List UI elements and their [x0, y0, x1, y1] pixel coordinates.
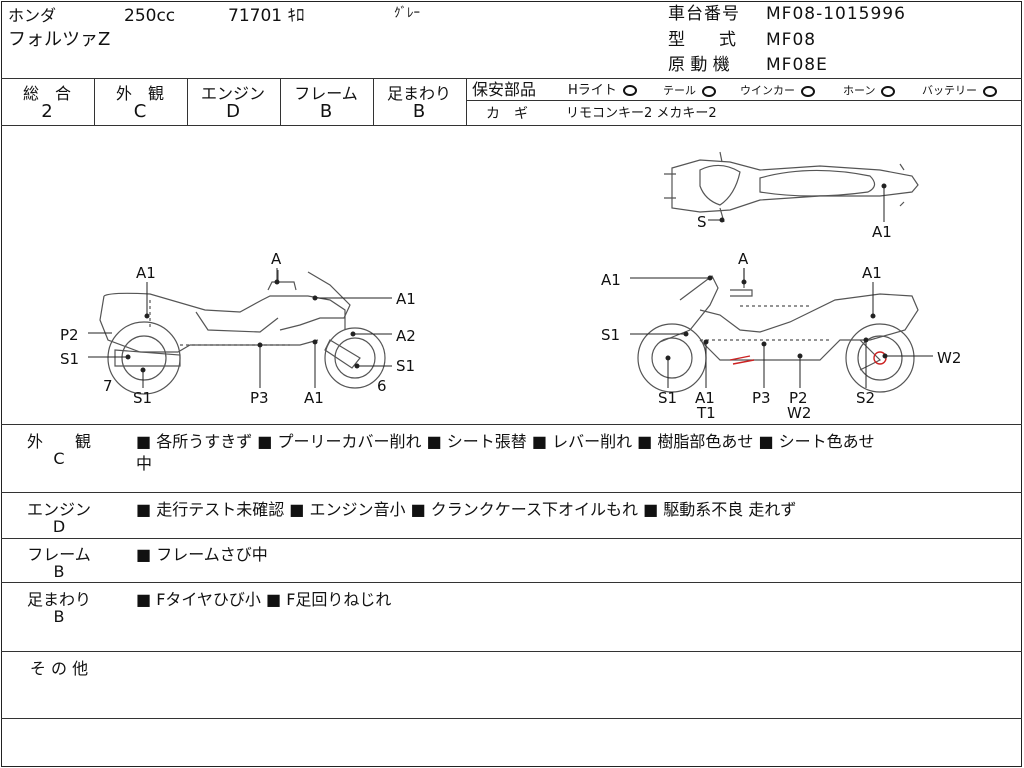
mark-label: A1: [601, 271, 621, 289]
mark-label: A: [738, 250, 749, 268]
mark-label: P2: [789, 389, 808, 407]
suspension-grade-label: 足まわり: [386, 84, 451, 103]
mark-label: S: [697, 213, 707, 231]
ok-mark-icon: [702, 85, 716, 97]
engine-model: MF08E: [766, 55, 828, 75]
mark-label: T1: [697, 404, 716, 422]
safety-battery: バッテリー: [922, 81, 997, 101]
safety-tail: テール: [663, 81, 716, 101]
mark-label: S2: [856, 389, 876, 407]
key-info: リモコンキー2 メカキー2: [566, 106, 717, 121]
safety-headlight: Hライト: [568, 81, 637, 101]
frame-grade-label: フレーム: [294, 84, 358, 103]
suspension-section-label: 足まわり: [26, 590, 91, 609]
type-label: 型 式: [668, 30, 736, 50]
mark-label: A1: [862, 264, 882, 282]
type-value: MF08: [766, 30, 817, 50]
divider: [1, 718, 1022, 719]
overall-label: 総 合: [22, 84, 71, 103]
exterior-notes: ■ 各所うすきず ■ プーリーカバー削れ ■ シート張替 ■ レバー削れ ■ 樹…: [136, 432, 875, 451]
ok-mark-icon: [881, 85, 896, 97]
suspension-grade: B: [412, 101, 426, 122]
maker: ホンダ: [8, 6, 57, 25]
engine-notes: ■ 走行テスト未確認 ■ エンジン音小 ■ クランクケース下オイルもれ ■ 駆動…: [136, 500, 797, 519]
mark-label: A1: [136, 264, 156, 282]
mark-label: W2: [937, 349, 962, 367]
suspension-notes: ■ Fタイヤひび小 ■ F足回りねじれ: [136, 590, 392, 609]
mark-label: A1: [695, 389, 715, 407]
mark-label: S1: [658, 389, 678, 407]
divider: [1, 78, 1022, 79]
divider: [1, 651, 1022, 652]
damage-marks-red: [729, 351, 887, 365]
divider: [280, 78, 281, 125]
mark-label: P3: [752, 389, 771, 407]
displacement: 250cc: [124, 6, 176, 26]
mark-label: S1: [601, 326, 621, 344]
exterior-notes-cont: 中: [136, 454, 153, 473]
frame-notes: ■ フレームさび中: [136, 545, 268, 564]
ok-mark-icon: [622, 85, 637, 96]
engine-grade-label: エンジン: [200, 84, 265, 103]
ok-mark-icon: [801, 85, 815, 97]
exterior-section-label: 外 観: [26, 432, 91, 451]
engine-label: 原 動 機: [668, 55, 730, 75]
divider: [1, 538, 1022, 539]
key-label: カ ギ: [486, 106, 528, 122]
safety-horn: ホーン: [843, 81, 896, 101]
frame-grade: B: [319, 101, 333, 122]
mark-label: P2: [60, 326, 79, 344]
mileage: 71701 ｷﾛ: [228, 6, 305, 26]
frame-no: MF08-1015996: [766, 4, 906, 24]
engine-grade: D: [226, 101, 240, 122]
exterior-grade: C: [133, 101, 147, 122]
damage-diagram: [88, 151, 933, 395]
frame-section-grade: B: [53, 562, 65, 581]
mark-label: A1: [872, 223, 892, 241]
mark-label: A1: [304, 389, 324, 407]
mark-label: A2: [396, 327, 416, 345]
color: ｸﾞﾚｰ: [394, 6, 420, 21]
divider: [1, 582, 1022, 583]
exterior-section-grade: C: [53, 449, 65, 468]
overall-grade: 2: [41, 101, 53, 122]
divider: [466, 100, 1022, 101]
divider: [1, 125, 1022, 126]
safety-label: 保安部品: [472, 80, 537, 99]
mark-label: S1: [396, 357, 416, 375]
divider: [1, 492, 1022, 493]
mark-label: A: [271, 250, 282, 268]
mark-label: S1: [60, 350, 80, 368]
divider: [1, 424, 1022, 425]
divider: [373, 78, 374, 125]
suspension-section-grade: B: [53, 607, 65, 626]
divider: [187, 78, 188, 125]
exterior-label: 外 観: [115, 84, 164, 103]
leader-lines: [88, 183, 933, 388]
frame-no-label: 車台番号: [668, 4, 740, 24]
engine-section-grade: D: [52, 517, 66, 536]
model-name: フォルツァZ: [8, 29, 111, 50]
mark-label: 6: [377, 377, 387, 395]
scooter-left-side-view: [99, 270, 386, 395]
mark-label: W2: [787, 404, 812, 422]
mark-label: S1: [133, 389, 153, 407]
engine-section-label: エンジン: [26, 500, 91, 519]
mark-label: 7: [103, 377, 113, 395]
mark-label: A1: [396, 290, 416, 308]
scooter-top-view: [664, 151, 919, 223]
divider: [466, 78, 467, 125]
safety-winker: ウインカー: [740, 81, 815, 101]
mark-label: P3: [250, 389, 269, 407]
other-section-label: そ の 他: [29, 659, 89, 678]
divider: [94, 78, 95, 125]
scooter-right-side-view: [637, 268, 919, 393]
frame-section-label: フレーム: [27, 545, 91, 564]
ok-mark-icon: [983, 85, 997, 97]
